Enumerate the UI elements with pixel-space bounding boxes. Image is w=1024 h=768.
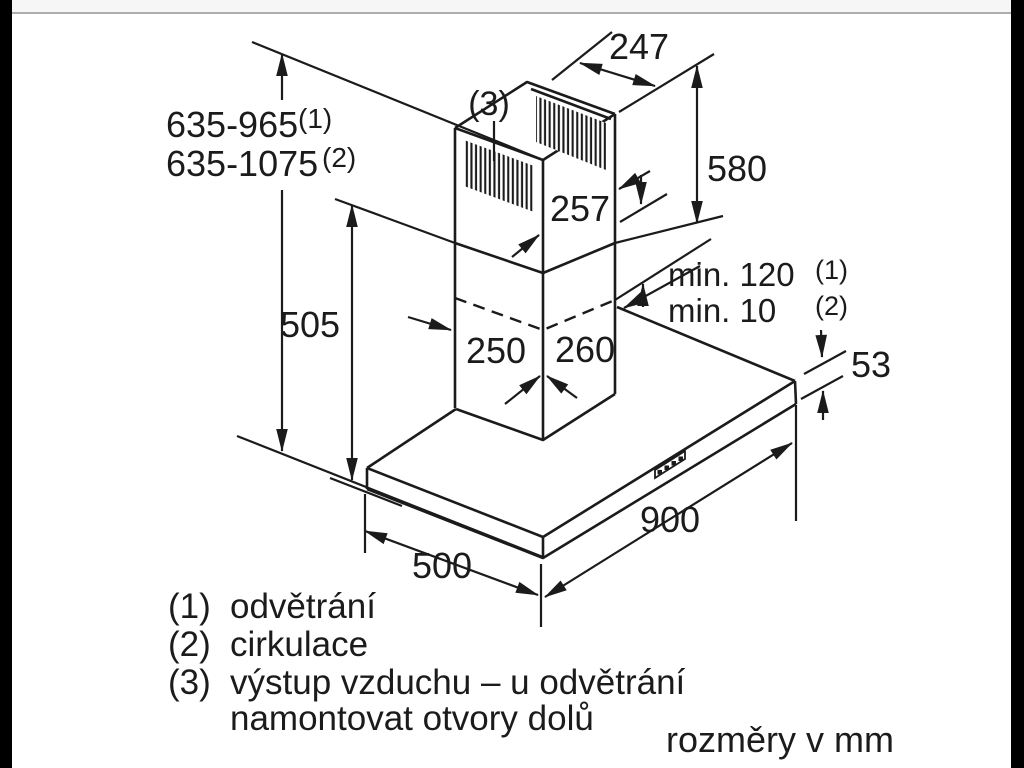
flue-width-value: 250 [466,330,526,371]
dimension-min-clearance: min. 120 (1) min. 10 (2) [614,238,848,329]
legend-label-3: výstup vzduchu – u odvětrání [230,663,686,702]
dimension-upper-flue-height: 580 [614,65,767,245]
left-frame-bar [0,0,12,768]
dimension-canopy-width: 900 [539,405,798,627]
dimension-flue-top-depth: 247 [551,26,715,113]
control-button [671,461,676,466]
total-height-recirc-value: 635-1075 [166,143,318,184]
dimension-outlet-offset: 257 [511,170,668,258]
flue-section-seam [454,241,616,275]
air-outlet-callout: (3) [468,85,510,161]
flue-top-inner-rim [530,87,612,121]
flue-depth-value: 260 [555,329,615,370]
flue-top-depth-value: 247 [609,26,669,67]
control-button [664,465,669,470]
dimension-canopy-depth: 500 [363,494,539,597]
dimension-flue-cross-section: 250 260 [466,329,615,405]
min-clearance-vented-value: min. 120 [668,256,795,293]
dimension-canopy-height: 53 [800,329,891,420]
legend: (1) odvětrání (2) cirkulace (3) výstup v… [168,587,686,738]
total-height-recirc-ref: (2) [322,142,356,173]
canopy-width-value: 900 [640,499,700,540]
min-clearance-recirc-value: min. 10 [668,292,776,329]
canopy-depth-value: 500 [412,545,472,586]
legend-ref-2: (2) [168,625,211,664]
control-button [657,469,662,475]
units-note: rozměry v mm [666,719,894,760]
air-outlet-ref: (3) [468,85,510,123]
min-clearance-vented-ref: (1) [815,255,848,285]
top-strip [12,0,1011,13]
legend-ref-1: (1) [168,587,211,626]
legend-label-1: odvětrání [230,587,376,626]
air-outlet-slots-left [464,140,534,212]
dimension-lower-flue-height: 505 [280,197,456,508]
upper-flue-height-value: 580 [707,148,767,189]
dimension-total-height: 635-965 (1) 635-1075 (2) [166,40,544,559]
min-clearance-recirc-ref: (2) [815,291,848,321]
outlet-offset-value: 257 [550,188,610,229]
canopy-height-value: 53 [851,344,891,385]
flue-pointer-arrow [407,315,452,332]
flue-min-position-dashed-line [454,296,616,332]
air-outlet-slots-top [536,96,606,170]
chimney-flue [453,80,617,442]
control-button [678,456,683,461]
total-height-vented-value: 635-965 [166,104,298,145]
legend-label-2: cirkulace [230,625,368,664]
legend-label-3-cont: namontovat otvory dolů [230,699,594,738]
right-frame-bar [1011,0,1024,768]
total-height-vented-ref: (1) [298,103,332,134]
lower-flue-height-value: 505 [280,304,340,345]
legend-ref-3: (3) [168,663,211,702]
